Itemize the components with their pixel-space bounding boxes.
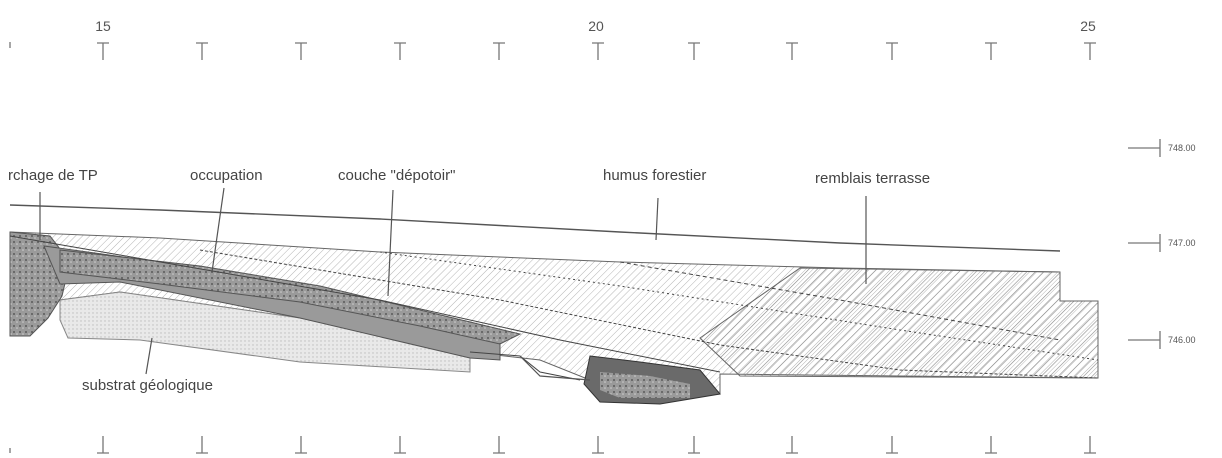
elevation-748: 748.00 (1168, 143, 1196, 153)
layer-boundaries (9, 235, 1099, 381)
elevation-747: 747.00 (1168, 238, 1196, 248)
label-creusement: rchage de TP (8, 167, 98, 184)
depotoir-layer (59, 249, 522, 345)
bottom-grid-ticks (9, 436, 1096, 454)
top-grid-numbers: 15 20 25 (95, 18, 1096, 34)
label-occupation: occupation (190, 167, 263, 184)
grid-number-20: 20 (588, 18, 604, 34)
grid-number-25: 25 (1080, 18, 1096, 34)
surface-line (9, 204, 1061, 252)
label-couche-depotoir: couche "dépotoir" (338, 167, 455, 184)
pit-inner (600, 372, 690, 398)
remblais-layer (699, 267, 1099, 379)
top-grid-ticks (9, 42, 1096, 60)
elevation-746: 746.00 (1168, 335, 1196, 345)
leader-lines (39, 187, 867, 381)
label-humus-forestier: humus forestier (603, 167, 706, 184)
label-remblais-terrasse: remblais terrasse (815, 170, 930, 187)
substrate-layer (59, 291, 471, 373)
grid-number-15: 15 (95, 18, 111, 34)
label-substrat-geologique: substrat géologique (82, 377, 213, 394)
elevation-scale: 748.00 747.00 746.00 (1128, 139, 1196, 349)
